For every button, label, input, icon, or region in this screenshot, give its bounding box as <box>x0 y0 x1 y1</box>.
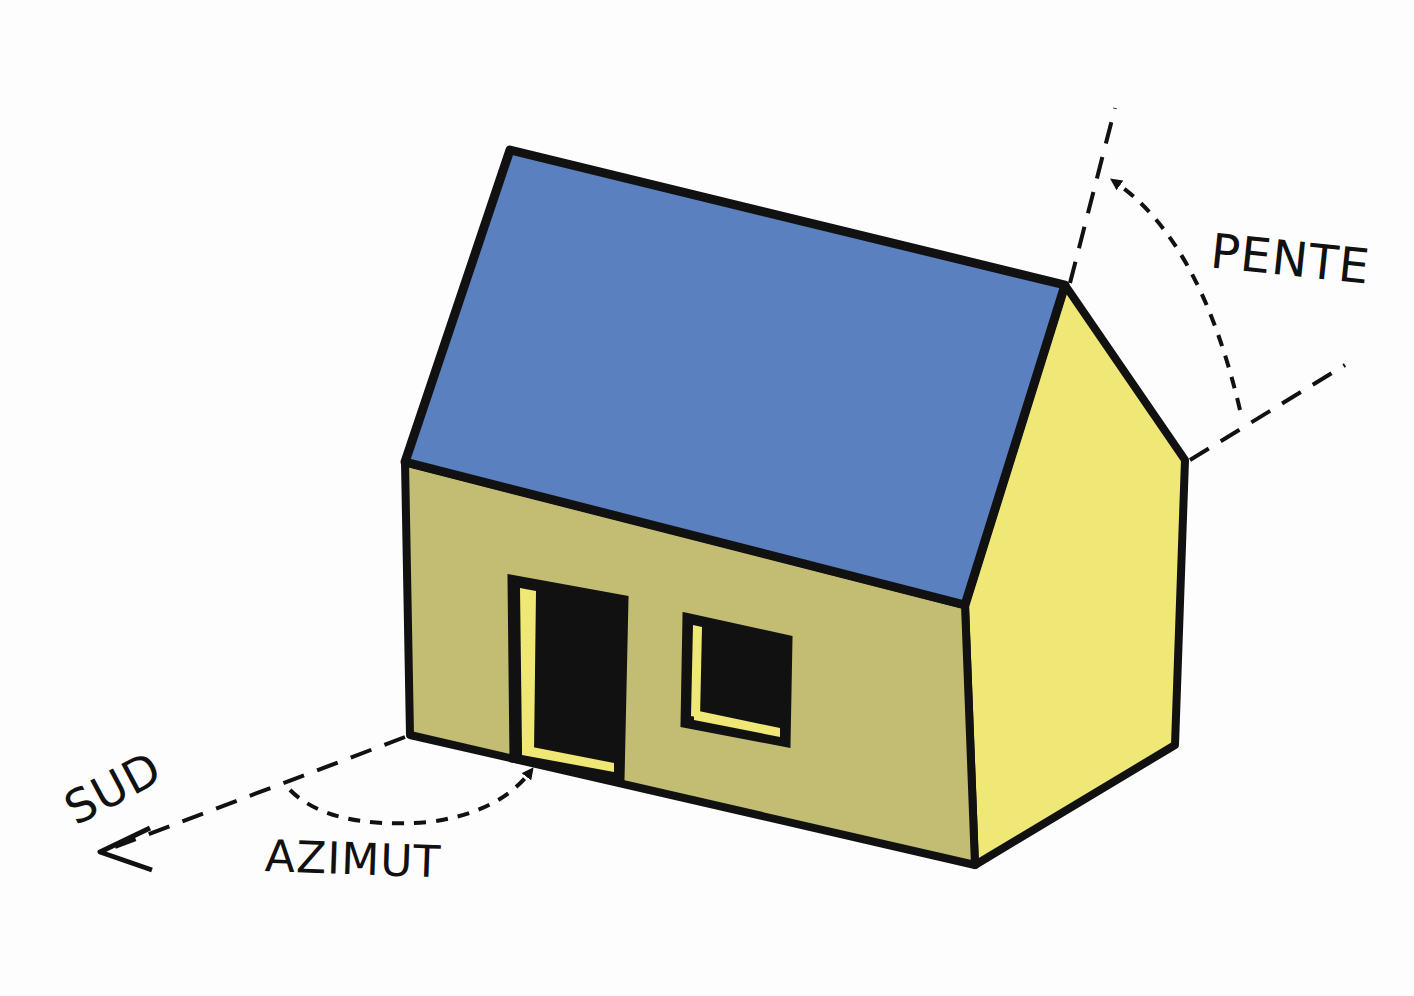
slope-label: PENTE <box>1204 222 1377 296</box>
normal-line <box>1070 108 1115 283</box>
door <box>510 577 626 780</box>
pente-arrow <box>1115 182 1240 410</box>
door-light <box>522 745 614 772</box>
window-light <box>694 710 780 737</box>
window-light <box>691 625 702 718</box>
roof <box>405 150 1065 605</box>
azimut-arrow <box>290 772 530 823</box>
window <box>683 615 790 745</box>
south-arrowhead <box>100 828 152 870</box>
horizontal-line <box>1190 365 1345 460</box>
door-light <box>520 588 536 752</box>
south-label: SUD <box>52 739 174 839</box>
azimuth-label: AZIMUT <box>260 830 446 889</box>
